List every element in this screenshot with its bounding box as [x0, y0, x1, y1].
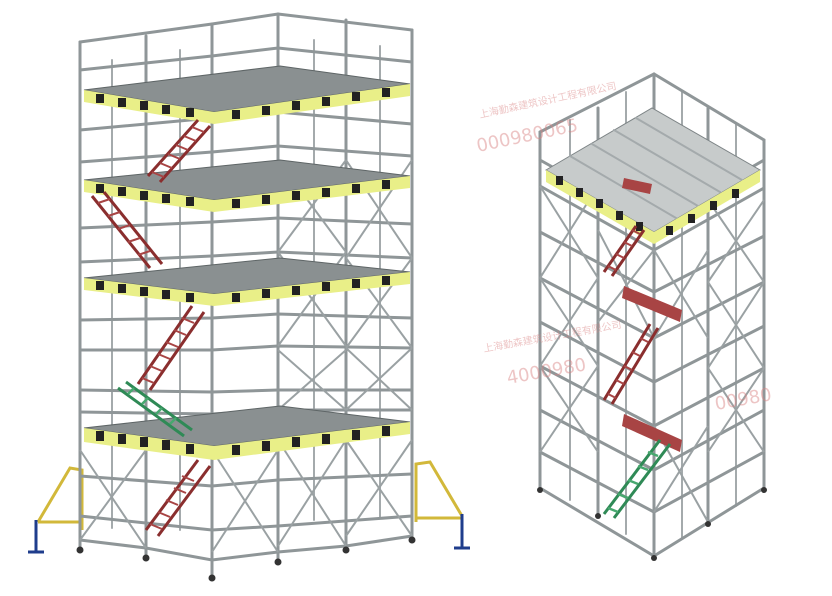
right-top-deck [545, 107, 761, 244]
left-deck-level-1 [83, 405, 411, 460]
right-tower-braces [539, 185, 765, 523]
right-outrigger [414, 460, 470, 550]
right-tower-casters [537, 487, 767, 561]
left-tower-casters [76, 536, 416, 582]
right-tower-ledgers [538, 72, 766, 558]
right-scaffold-tower [537, 72, 767, 561]
left-outrigger [28, 466, 84, 554]
left-deck-level-3 [83, 159, 411, 212]
right-stair-flights [602, 178, 682, 519]
left-deck-level-4 [83, 65, 411, 124]
watermark-phone-top: 000980065 [475, 115, 580, 157]
left-stair-flights [90, 119, 212, 537]
left-scaffold-tower [28, 12, 470, 582]
left-deck-level-2 [83, 257, 411, 306]
watermark-company-mid: 上海勤森建筑设计工程有限公司 [482, 318, 622, 355]
